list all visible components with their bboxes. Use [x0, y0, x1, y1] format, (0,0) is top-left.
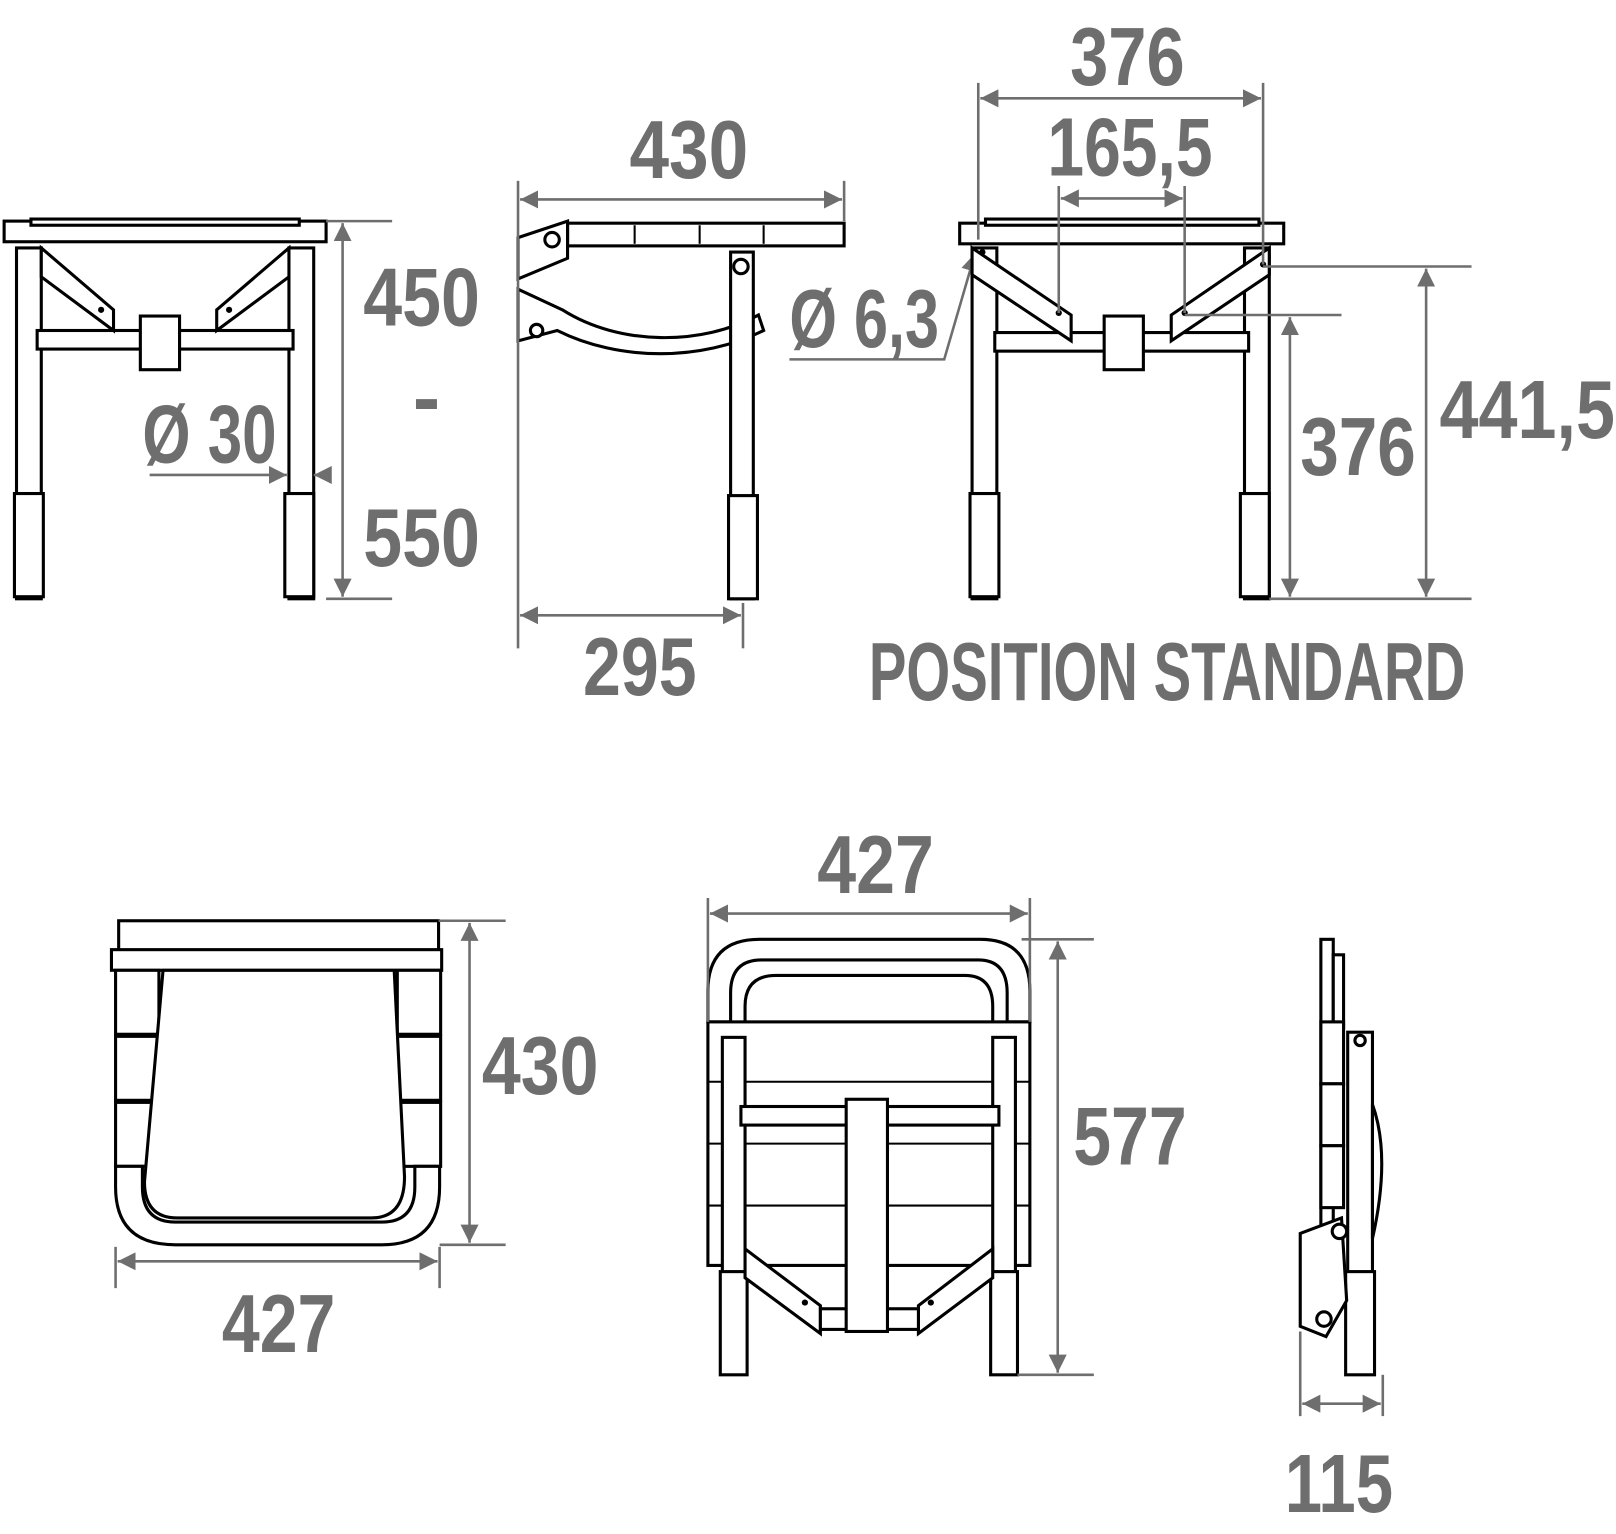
front-height-separator: - [413, 351, 441, 443]
standard-seat-height-label: 376 [1300, 401, 1416, 493]
side-view-drawing [516, 218, 846, 601]
folded-top-width-label: 427 [222, 1278, 336, 1370]
folded-front-view-drawing [706, 937, 1032, 1377]
position-standard-caption: POSITION STANDARD [869, 626, 1465, 718]
standard-view-drawing [958, 217, 1286, 601]
front-height-max-label: 550 [363, 492, 480, 584]
folded-thickness-label: 115 [1285, 1438, 1393, 1530]
folded-side-view-dimensions: 115 [1285, 1331, 1393, 1530]
folded-front-view-dimensions: 427 577 [706, 819, 1187, 1377]
tube-diameter-label: Ø 30 [142, 389, 276, 481]
folded-front-width-label: 427 [817, 819, 934, 911]
front-view-dimensions: 450 - 550 Ø 30 [142, 219, 480, 601]
front-height-min-label: 450 [363, 251, 480, 343]
folded-side-view-drawing [1298, 937, 1384, 1377]
front-view-drawing [2, 217, 328, 601]
leg-offset-label: 295 [583, 621, 697, 713]
folded-top-view-dimensions: 430 427 [114, 919, 599, 1370]
standard-total-height-label: 441,5 [1440, 364, 1615, 456]
standard-inner-width-label: 165,5 [1047, 102, 1212, 194]
pin-diameter-label: Ø 6,3 [789, 273, 939, 365]
folded-top-view-drawing [109, 919, 444, 1247]
folded-height-label: 577 [1073, 1090, 1187, 1182]
standard-width-label: 376 [1070, 11, 1185, 103]
standard-view-dimensions: 376 165,5 441,5 376 POSITION STANDARD [869, 11, 1615, 718]
folded-depth-label: 430 [482, 1020, 599, 1112]
side-view-dimensions: 430 295 Ø 6,3 [516, 104, 979, 713]
side-depth-label: 430 [629, 104, 748, 196]
